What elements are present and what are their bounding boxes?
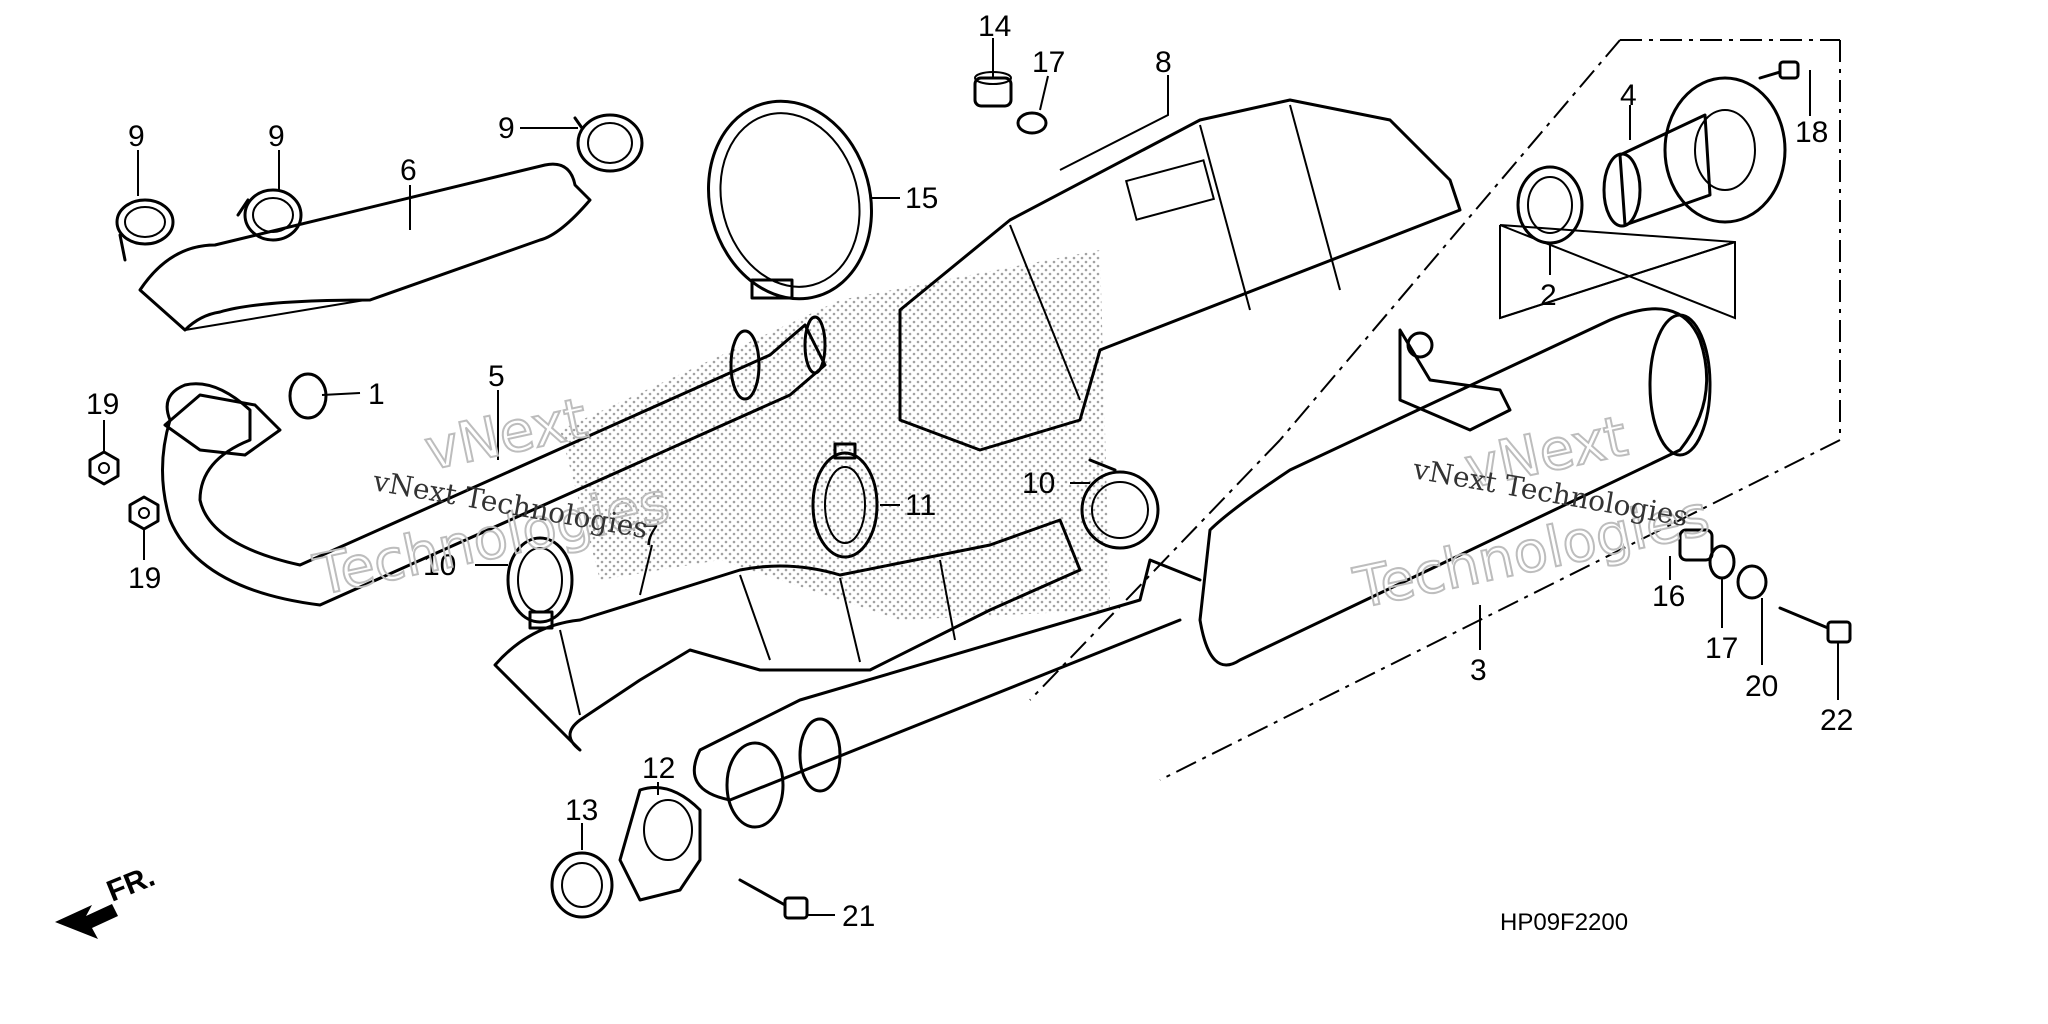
part-11-clamp [811,442,879,559]
part-6-pipe-bend [138,162,592,332]
callout-1: 1 [368,378,385,411]
callout-13: 13 [565,794,598,827]
callout-19b: 19 [128,562,161,595]
part-15-band-clamp [707,99,873,301]
clamp-9-left [115,198,175,262]
subassembly-frame-b [1499,241,1736,319]
stipple-shading [560,250,1110,620]
callout-2: 2 [1540,279,1557,312]
part-16-grommet [1678,528,1714,562]
callout-12: 12 [642,752,675,785]
callout-22: 22 [1820,704,1853,737]
part-7-heat-shield [493,518,1082,752]
callout-5: 5 [488,360,505,393]
callout-15: 15 [905,182,938,215]
part-2-gasket [1516,165,1584,245]
front-arrow-label: FR. [102,860,159,909]
callout-9c: 9 [498,112,515,145]
callout-20: 20 [1745,670,1778,703]
callout-11: 11 [905,489,936,522]
callout-6: 6 [400,154,417,187]
callout-9a: 9 [128,120,145,153]
callout-3: 3 [1470,654,1487,687]
part-12-bracket [618,786,702,902]
callout-10a: 10 [423,549,456,582]
callout-7: 7 [642,519,659,552]
diagram-code: HP09F2200 [1500,909,1628,936]
front-direction-arrow: FR. [55,860,159,939]
clamp-9-right [573,113,644,173]
part-20-washer [1736,564,1768,600]
part-17-washer-lower [1708,544,1736,580]
clamp-10-left [506,536,574,630]
part-21-bolt [738,878,809,920]
callout-17b: 17 [1705,632,1738,665]
watermark-left-big: vNext [419,386,593,484]
part-3-muffler [692,307,1712,829]
clamp-9-mid [236,188,303,242]
callout-21: 21 [842,900,875,933]
callout-9b: 9 [268,120,285,153]
callout-14: 14 [978,10,1011,43]
part-8-muffler-cover [898,98,1462,452]
part-19-nut-lower [128,495,160,531]
part-13-collar [550,851,614,919]
callout-4: 4 [1620,79,1637,112]
clamp-10-right [1080,458,1160,550]
part-5-exhaust-pipe [161,315,827,607]
callout-16: 16 [1652,580,1685,613]
part-17-washer-upper [1016,111,1048,135]
part-18-bolt [1758,60,1800,80]
callout-8: 8 [1155,46,1172,79]
callout-10b: 10 [1022,467,1055,500]
part-4-spark-arrester [1602,76,1787,228]
part-19-nut-upper [88,450,120,486]
part-22-bolt [1778,606,1852,644]
assembly-guide-lines [1029,39,1841,781]
callout-18: 18 [1795,116,1828,149]
part-1-gasket [288,372,328,420]
leader-lines [103,38,1839,916]
callout-19a: 19 [86,388,119,421]
callout-17a: 17 [1032,46,1065,79]
